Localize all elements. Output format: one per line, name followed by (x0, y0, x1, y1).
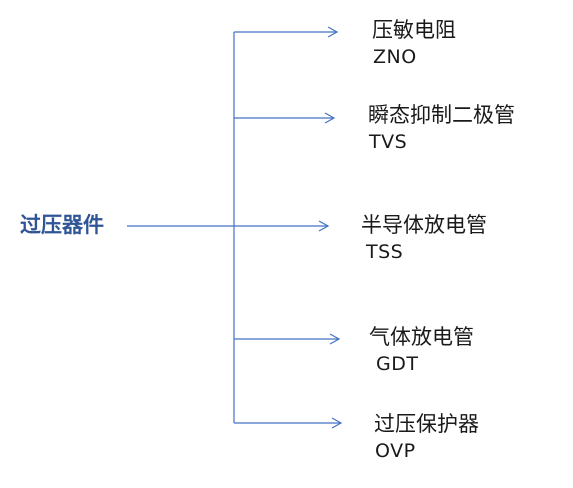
branch-node-zno: 压敏电阻 ZNO (372, 16, 456, 70)
branch-node-gdt: 气体放电管 GDT (369, 323, 474, 377)
branch-name: 压敏电阻 (372, 18, 456, 42)
branch-code: GDT (376, 353, 419, 375)
branch-node-ovp: 过压保护器 OVP (374, 410, 479, 464)
arrow-head-tvs (324, 112, 336, 124)
arrow-head-zno (327, 26, 339, 38)
branch-name: 过压保护器 (374, 412, 479, 436)
arrow-head-gdt (329, 333, 341, 345)
branch-node-tss: 半导体放电管 TSS (361, 211, 487, 265)
branch-node-tvs: 瞬态抑制二极管 TVS (368, 101, 515, 155)
branch-name: 半导体放电管 (361, 213, 487, 237)
branch-code: ZNO (373, 46, 417, 68)
branch-name: 气体放电管 (369, 325, 474, 349)
branch-code: OVP (375, 440, 416, 462)
branch-name: 瞬态抑制二极管 (368, 103, 515, 127)
root-node-label: 过压器件 (20, 213, 104, 237)
branch-code: TSS (366, 241, 404, 263)
branch-code: TVS (369, 131, 408, 153)
arrow-head-ovp (331, 417, 343, 429)
arrow-head-tss (318, 220, 330, 232)
